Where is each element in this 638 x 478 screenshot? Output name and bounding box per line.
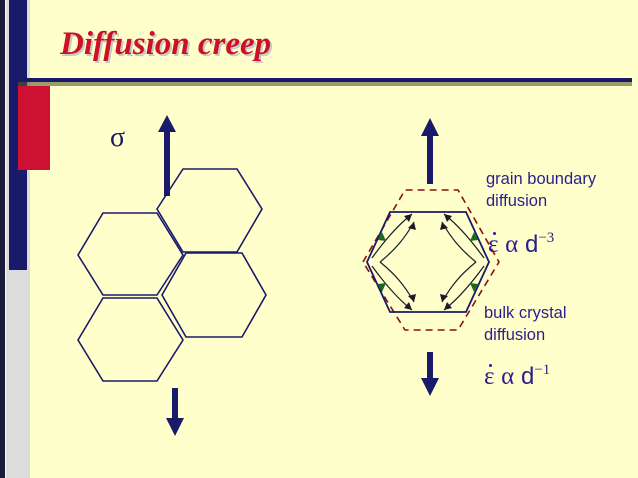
grain-hex-top	[156, 168, 263, 253]
stress-arrow-down-left	[166, 388, 184, 436]
diffusion-paths	[371, 213, 485, 311]
diffusion-arrowheads	[404, 214, 452, 310]
stress-arrow-down-right	[421, 352, 439, 396]
proportional-symbol: α	[501, 363, 515, 390]
bulk-crystal-label-line1: bulk crystal	[484, 304, 567, 322]
grain-hex-left	[77, 212, 184, 296]
single-grain	[366, 211, 490, 313]
grain-size-symbol: d	[524, 231, 539, 258]
proportional-symbol: α	[505, 231, 519, 258]
deformed-grain-outline	[362, 189, 500, 331]
grain-boundary-label-line2: diffusion	[486, 192, 548, 210]
sigma-label: σ	[110, 122, 126, 153]
bulk-crystal-formula: ε α d−1	[484, 356, 550, 391]
left-edge-strip	[0, 0, 5, 478]
grain-boundary-label-line1: grain boundary	[486, 170, 597, 188]
strain-rate-symbol: ε	[484, 363, 495, 390]
grain-boundary-label: grain boundary diffusion	[486, 168, 596, 212]
title-underline-shadow	[18, 82, 632, 86]
strain-rate-symbol: ε	[488, 231, 499, 258]
grain-boundary-formula: ε α d−3	[488, 224, 554, 259]
stress-arrow-up-right	[421, 118, 439, 184]
grain-size-symbol: d	[520, 363, 535, 390]
slide-title: Diffusion creep	[60, 26, 272, 62]
bulk-crystal-label-line2: diffusion	[484, 326, 546, 344]
bulk-crystal-label: bulk crystal diffusion	[484, 302, 567, 346]
title-underline-navy	[18, 78, 632, 82]
grain-size-exponent: −1	[534, 362, 551, 378]
grain-boundary-arrowheads	[378, 232, 478, 292]
grain-hex-right	[161, 252, 267, 338]
left-red-block	[18, 86, 50, 170]
stress-arrow-up-left	[158, 115, 176, 196]
grain-hex-bottom	[77, 297, 184, 382]
grain-size-exponent: −3	[538, 230, 555, 246]
